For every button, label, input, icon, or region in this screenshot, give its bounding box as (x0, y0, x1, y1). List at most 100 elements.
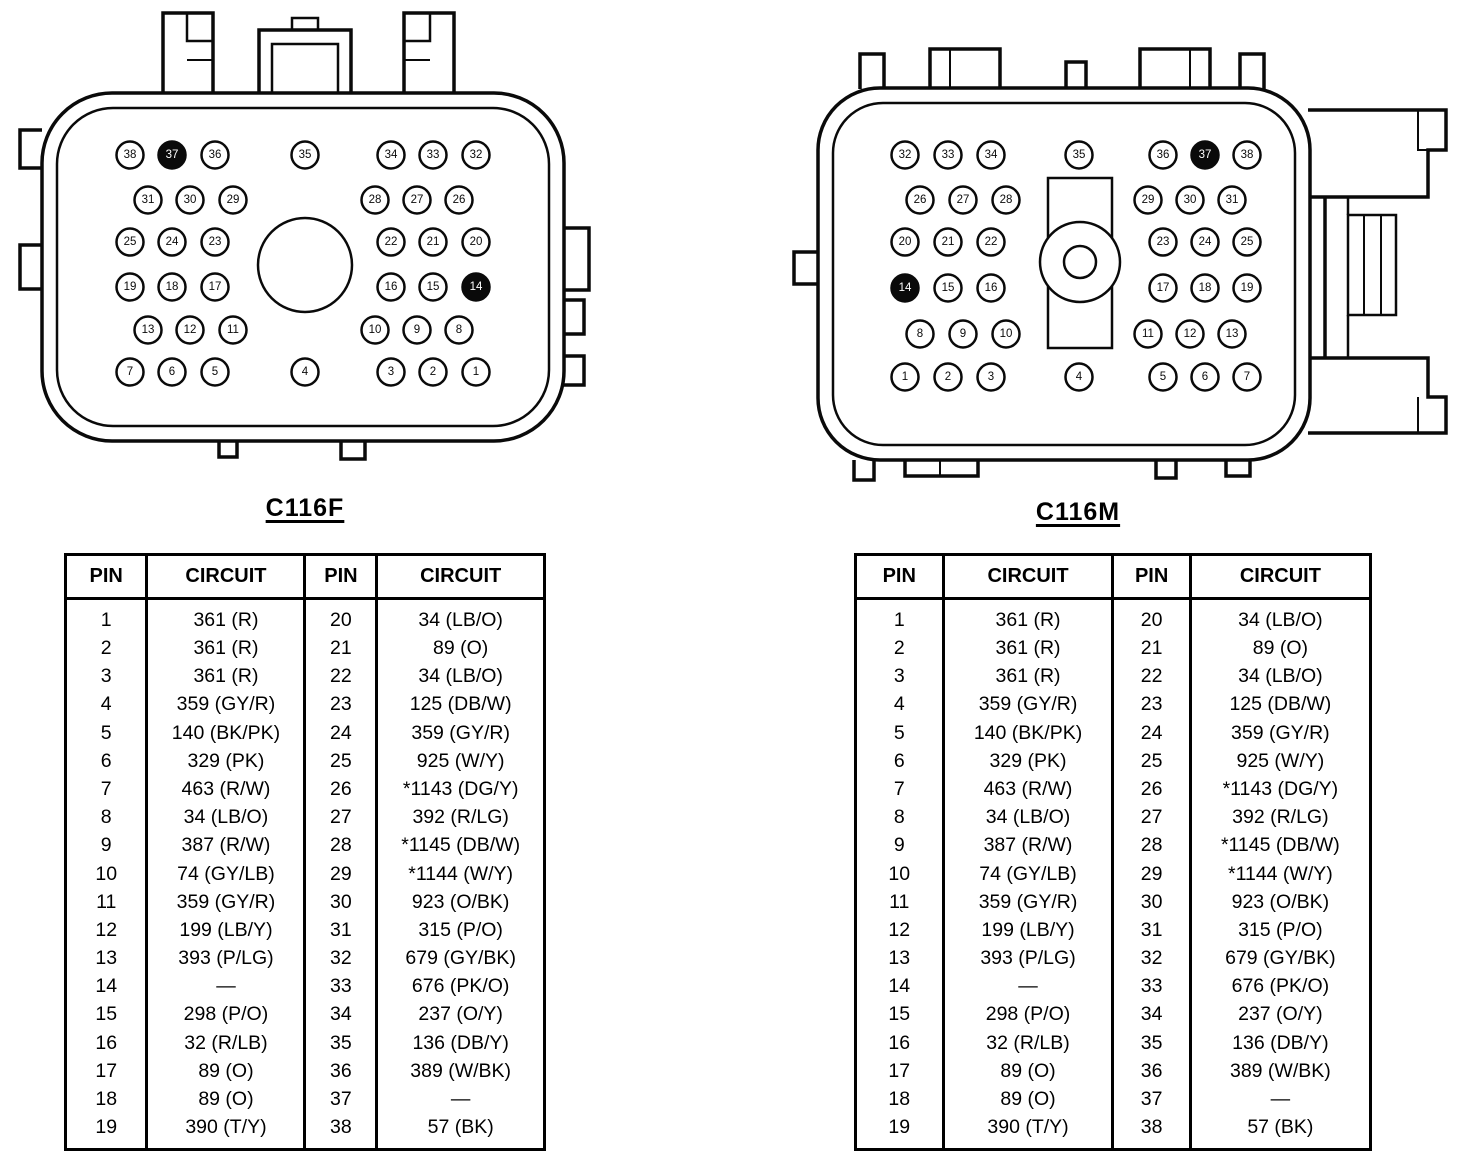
pin-14 (461, 272, 491, 302)
circuit-cell: 389 (W/BK) (1188, 1057, 1371, 1086)
circuit-cell: 925 (W/Y) (375, 746, 545, 776)
column-header: CIRCUIT (145, 554, 305, 600)
circuit-cell: 57 (BK) (1188, 1113, 1371, 1150)
pin-cell: 17 (95, 1059, 118, 1082)
pin-number: 12 (1184, 328, 1197, 340)
circuit-cell: 925 (W/Y) (1188, 746, 1371, 776)
pin-cell: 23 (303, 690, 377, 719)
pin-cell: 16 (888, 1031, 911, 1054)
pin-9 (402, 315, 432, 345)
tab-bottom-right (339, 441, 367, 461)
pin-number: 20 (899, 236, 912, 248)
pin-11 (218, 315, 248, 345)
notch-bottom-3 (1154, 460, 1178, 480)
pin-29 (1133, 185, 1163, 215)
bracket-arm-top (1308, 108, 1448, 199)
pin-cell: 36 (1111, 1057, 1191, 1086)
pin-cell: 12 (95, 918, 118, 941)
pin-number: 37 (1199, 149, 1212, 161)
pin-23 (200, 227, 230, 257)
pin-number: 9 (414, 324, 420, 336)
pin-number: 23 (209, 236, 222, 248)
pin-17 (1148, 273, 1178, 303)
connector-outline-c116f (18, 11, 591, 461)
pin-number: 3 (988, 371, 994, 383)
pin-1 (461, 357, 491, 387)
pin-18 (1190, 273, 1220, 303)
circuit-cell: 89 (O) (941, 1057, 1113, 1086)
pin-number: 1 (473, 366, 479, 378)
pin-27 (948, 185, 978, 215)
pin-number: 8 (456, 324, 462, 336)
circuit-cell: 315 (P/O) (375, 916, 545, 945)
pin-number: 8 (917, 328, 923, 340)
pin-33 (933, 140, 963, 170)
circuit-cell: 387 (R/W) (145, 831, 305, 860)
pin-cell: 35 (303, 1028, 377, 1057)
pin-cell: 1 (893, 608, 905, 631)
pin-32 (890, 140, 920, 170)
tab-left-upper (18, 128, 42, 170)
pin-number: 22 (985, 236, 998, 248)
pin-3 (976, 362, 1006, 392)
pin-number: 21 (942, 236, 955, 248)
pin-cell: 38 (1111, 1113, 1191, 1150)
circuit-cell: 140 (BK/PK) (145, 718, 305, 747)
pin-number: 16 (385, 281, 398, 293)
pin-cell: 10 (95, 862, 118, 885)
pin-cell: 11 (889, 890, 910, 913)
pin-cell: 31 (1111, 916, 1191, 945)
pin-cell: 33 (1111, 972, 1191, 1001)
tab-left (792, 250, 818, 286)
circuit-cell: 361 (R) (145, 634, 305, 663)
pin-number: 24 (1199, 236, 1212, 248)
tab-bottom-left (217, 441, 239, 459)
circuit-cell: 676 (PK/O) (1188, 972, 1371, 1001)
pin-cell: 36 (303, 1057, 377, 1086)
pin-33 (418, 140, 448, 170)
pin-cell: 35 (1111, 1028, 1191, 1057)
pin-number: 25 (124, 236, 137, 248)
circuit-cell: 359 (GY/R) (941, 887, 1113, 917)
pin-cell: 13 (888, 947, 911, 970)
circuit-cell: 32 (R/LB) (941, 1028, 1113, 1057)
connector-body-inner (831, 101, 1297, 447)
pin-cell: 22 (1111, 662, 1191, 691)
pin-number: 26 (453, 194, 466, 206)
pin-20 (461, 227, 491, 257)
pin-3 (376, 357, 406, 387)
pin-cell: 9 (100, 834, 112, 857)
pin-number: 38 (124, 149, 137, 161)
notch-top-2 (928, 47, 1002, 89)
pin-34 (376, 140, 406, 170)
pin-number: 2 (430, 366, 436, 378)
pin-number: 32 (470, 149, 483, 161)
pin-number: 29 (227, 194, 240, 206)
pin-number: 29 (1142, 194, 1155, 206)
pin-cell: 15 (888, 1003, 911, 1026)
pin-number: 9 (960, 328, 966, 340)
pin-cell: 5 (100, 721, 112, 744)
pin-number: 5 (1160, 371, 1166, 383)
pin-21 (418, 227, 448, 257)
pin-5 (1148, 362, 1178, 392)
pin-number: 1 (902, 371, 908, 383)
pin-15 (933, 273, 963, 303)
pin-6 (157, 357, 187, 387)
pin-19 (115, 272, 145, 302)
pin-number: 5 (212, 366, 218, 378)
pin-17 (200, 272, 230, 302)
pin-cell: 31 (303, 916, 377, 945)
